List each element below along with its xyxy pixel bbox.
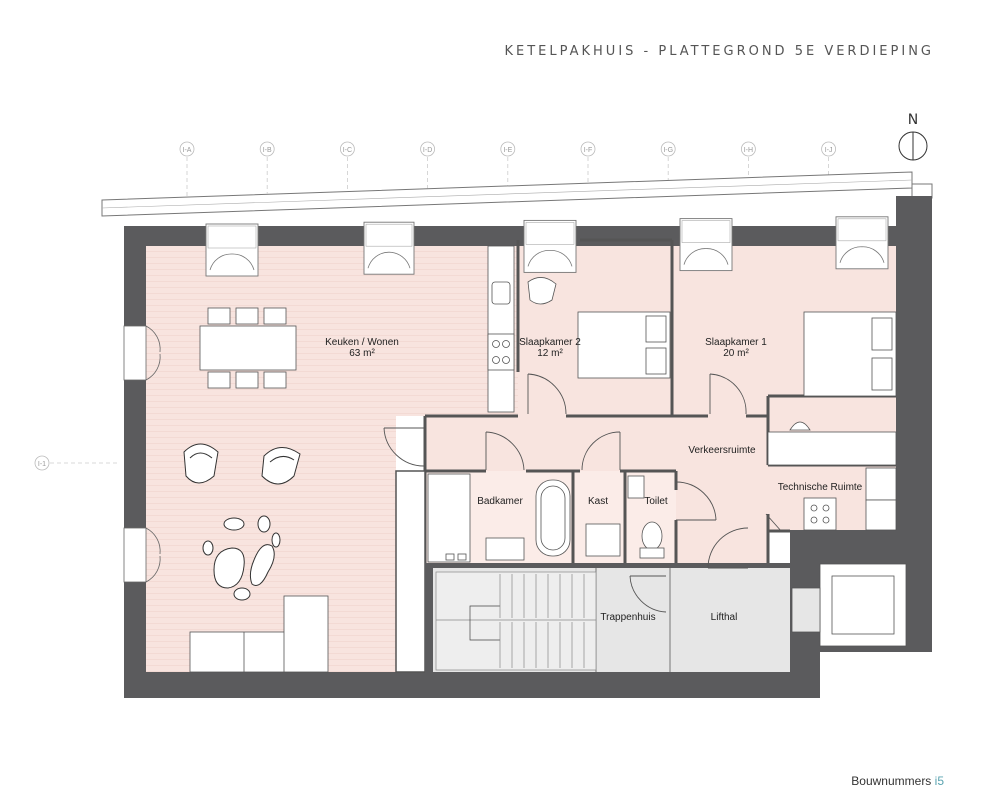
floor-corridor-lower — [676, 471, 768, 571]
rug — [202, 515, 281, 601]
bathroom-fixtures — [427, 473, 665, 563]
bed-slaapkamer-1 — [767, 311, 897, 466]
roof-edge — [101, 171, 933, 217]
grid-marker-i-g: I-G — [660, 141, 676, 181]
svg-text:I-D: I-D — [423, 147, 432, 154]
bed-slaapkamer-2 — [527, 277, 671, 379]
grid-marker-i-h: I-H — [741, 141, 756, 178]
dining-table — [199, 307, 297, 389]
page-title: KETELPAKHUIS - PLATTEGROND 5E VERDIEPING — [504, 44, 934, 59]
grid-marker-i-e: I-E — [500, 141, 516, 186]
svg-text:I-J: I-J — [825, 147, 833, 154]
north-label: N — [908, 112, 918, 128]
room-techniek-name: Technische Ruimte — [778, 482, 863, 493]
sofa — [189, 595, 329, 673]
balcony-doors — [123, 325, 161, 583]
lift — [791, 563, 907, 647]
room-keuken-name: Keuken / Wonen — [325, 337, 399, 348]
grid-marker-i-c: I-C — [339, 141, 355, 191]
svg-text:I-B: I-B — [263, 147, 272, 154]
room-slaap1-name: Slaapkamer 1 — [705, 337, 767, 348]
room-keuken-area: 63 m² — [349, 348, 375, 359]
lounge-chairs — [183, 443, 301, 485]
north-arrow: N — [898, 112, 928, 161]
svg-text:I-H: I-H — [744, 147, 753, 154]
window-1 — [205, 223, 259, 277]
room-slaap1-area: 20 m² — [723, 348, 749, 359]
room-labels: Keuken / Wonen 63 m² Slaapkamer 2 12 m² … — [325, 337, 863, 623]
svg-text:I-F: I-F — [584, 147, 593, 154]
window-4 — [679, 218, 733, 272]
interior-doors — [383, 373, 783, 613]
room-slaap2-area: 12 m² — [537, 348, 563, 359]
staircase — [435, 571, 597, 671]
grid-markers: I-A I-B I-C I-D I-E I-F I-G I-H I-J — [179, 141, 836, 196]
footer-number: i5 — [934, 774, 944, 788]
footer: Bouwnummers i5 — [851, 774, 944, 788]
window-2 — [363, 221, 415, 275]
grid-marker-i-b: I-B — [259, 141, 275, 194]
svg-text:I-E: I-E — [503, 147, 512, 154]
technical-fixtures — [803, 467, 897, 531]
room-trappenhuis-name: Trappenhuis — [600, 612, 655, 623]
window-5 — [835, 216, 889, 270]
room-toilet-name: Toilet — [644, 496, 668, 507]
grid-marker-i-f: I-F — [580, 141, 596, 183]
grid-row-label: I-1 — [38, 461, 46, 468]
wall-cabinet — [395, 470, 426, 673]
svg-text:I-A: I-A — [183, 147, 192, 154]
grid-marker-i-a: I-A — [179, 141, 195, 196]
floor-corridor — [425, 416, 770, 471]
grid-row-marker: I-1 — [34, 455, 120, 471]
grid-marker-i-d: I-D — [420, 141, 436, 189]
footer-label: Bouwnummers — [851, 774, 932, 788]
room-verkeer-name: Verkeersruimte — [688, 445, 756, 456]
kitchen-counter — [487, 245, 515, 413]
room-badkamer-name: Badkamer — [477, 496, 523, 507]
room-kast-name: Kast — [588, 496, 608, 507]
svg-text:I-C: I-C — [343, 147, 352, 154]
room-lifthal-name: Lifthal — [711, 612, 738, 623]
windows — [205, 216, 889, 277]
window-3 — [523, 219, 577, 273]
svg-text:I-G: I-G — [663, 147, 673, 154]
room-slaap2-name: Slaapkamer 2 — [519, 337, 581, 348]
grid-marker-i-j: I-J — [821, 141, 836, 176]
